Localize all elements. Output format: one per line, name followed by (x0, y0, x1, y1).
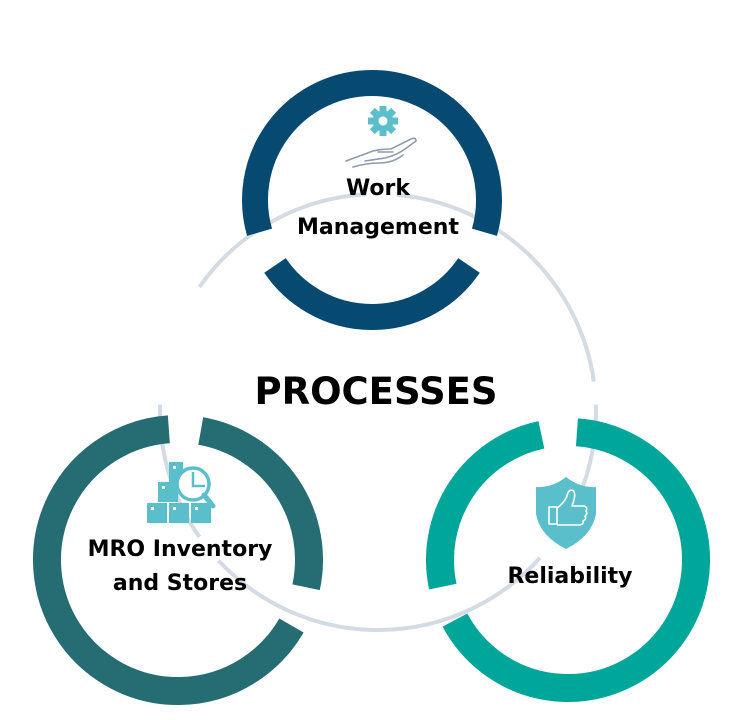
mro-inventory-ring-outer-arc (33, 415, 304, 705)
work-management-ring (242, 70, 502, 330)
reliability-label: Reliability (507, 564, 632, 589)
work-management-ring-upper-arc (242, 70, 502, 236)
processes-title: PROCESSES (254, 370, 497, 413)
hand-gear-icon (345, 106, 417, 168)
reliability-ring-left-arc (426, 421, 545, 590)
connector-circle (158, 192, 598, 632)
work-management-label-line-2: Management (297, 215, 459, 240)
boxes-magnifier-icon (147, 462, 216, 523)
mro-inventory-label-line-1: MRO Inventory (88, 537, 273, 562)
mro-inventory-ring-right-arc (198, 417, 323, 591)
work-management-ring-lower-arc (264, 257, 480, 330)
connector-arc-bottom (217, 556, 542, 632)
mro-inventory-label-line-2: and Stores (113, 571, 247, 596)
connector-arc-left (197, 192, 367, 289)
shield-thumbs-up-icon (536, 477, 596, 549)
reliability-ring (426, 418, 710, 702)
connector-arc-right (396, 192, 596, 382)
mro-inventory-ring (33, 415, 323, 705)
work-management-label-line-1: Work (346, 176, 411, 201)
reliability-ring-outer-arc (442, 418, 710, 702)
